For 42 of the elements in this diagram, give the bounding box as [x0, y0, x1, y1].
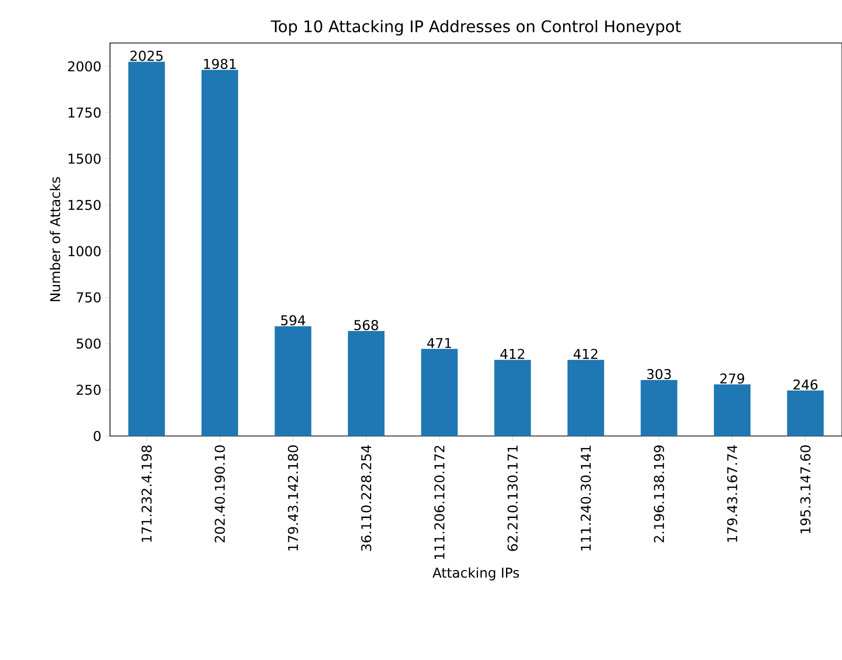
tick-label: 500 — [76, 338, 101, 349]
tick-label: 36.110.228.254 — [361, 445, 372, 551]
bar — [714, 384, 750, 436]
tick-label: 195.3.147.60 — [800, 445, 810, 534]
bar — [787, 390, 824, 436]
bar — [568, 360, 604, 436]
value-label: 303 — [647, 368, 671, 380]
tick-label: 1000 — [68, 246, 101, 256]
bar — [640, 380, 678, 436]
tick-label: 750 — [76, 292, 101, 302]
bar — [274, 326, 312, 436]
axis-title: Number of Attacks — [50, 177, 60, 302]
tick-label: 179.43.142.180 — [288, 445, 298, 550]
axis-title: Attacking IPs — [432, 567, 519, 580]
tick-label: 111.206.120.172 — [434, 446, 444, 559]
bar — [202, 70, 238, 436]
chart-title: Top 10 Attacking IP Addresses on Control Honeypot — [270, 20, 681, 36]
tick-label: 0 — [94, 430, 101, 442]
value-label: 246 — [794, 380, 818, 390]
value-label: 1981 — [204, 58, 236, 70]
tick-label: 179.43.167.74 — [727, 445, 738, 542]
value-label: 412 — [500, 348, 524, 359]
value-label: 568 — [354, 320, 378, 330]
value-label: 412 — [574, 348, 598, 359]
bar — [348, 331, 385, 436]
bar — [128, 62, 165, 436]
bar — [494, 360, 531, 436]
tick-label: 250 — [76, 384, 101, 395]
tick-label: 2.196.138.199 — [654, 446, 664, 542]
tick-label: 111.240.30.141 — [580, 446, 591, 550]
tick-label: 1750 — [68, 107, 101, 118]
tick-label: 171.232.4.198 — [142, 445, 152, 542]
value-label: 2025 — [130, 50, 163, 61]
value-label: 594 — [281, 315, 306, 326]
tick-label: 1500 — [68, 154, 101, 164]
tick-label: 62.210.130.171 — [508, 446, 518, 551]
tick-label: 202.40.190.10 — [214, 445, 225, 542]
tick-label: 2000 — [68, 61, 101, 72]
bar — [421, 348, 458, 436]
value-label: 471 — [427, 338, 452, 348]
value-label: 279 — [720, 373, 744, 384]
tick-label: 1250 — [68, 200, 101, 210]
